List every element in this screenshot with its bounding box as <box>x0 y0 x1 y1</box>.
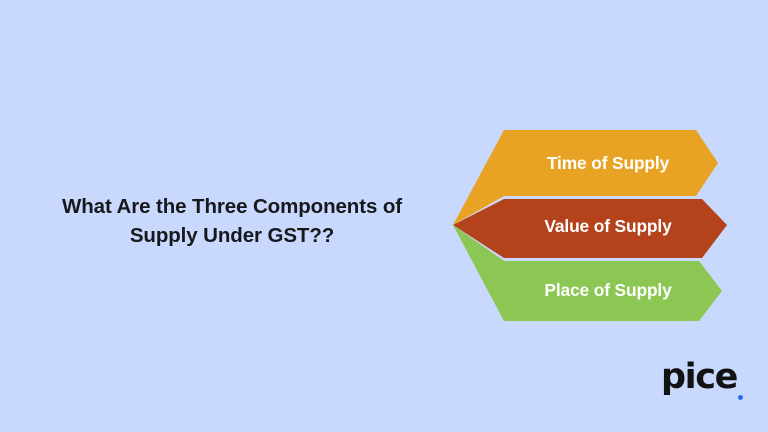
chevron-item-place-of-supply[interactable]: Place of Supply <box>453 225 722 321</box>
chevron-item-value-of-supply[interactable]: Value of Supply <box>453 199 727 258</box>
brand-logo-wordmark: pice <box>661 357 738 397</box>
page-title: What Are the Three Components of Supply … <box>36 192 428 250</box>
chevron-label-value-of-supply: Value of Supply <box>544 216 672 236</box>
chevron-shape-value-of-supply <box>453 199 727 258</box>
page-title-line-1: What Are the Three Components of <box>62 195 402 218</box>
chevron-item-time-of-supply[interactable]: Time of Supply <box>453 130 718 225</box>
chevron-diagram: Time of Supply Value of Supply Place of … <box>450 124 730 328</box>
chevron-diagram-svg: Time of Supply Value of Supply Place of … <box>453 130 727 321</box>
chevron-label-time-of-supply: Time of Supply <box>547 153 670 173</box>
brand-logo: pice <box>661 357 744 402</box>
chevron-shape-place-of-supply <box>453 225 722 321</box>
brand-logo-dot-icon <box>738 395 744 400</box>
page-title-line-2: Supply Under GST?? <box>129 224 335 248</box>
chevron-label-place-of-supply: Place of Supply <box>544 280 672 300</box>
chevron-shape-time-of-supply <box>453 130 718 225</box>
